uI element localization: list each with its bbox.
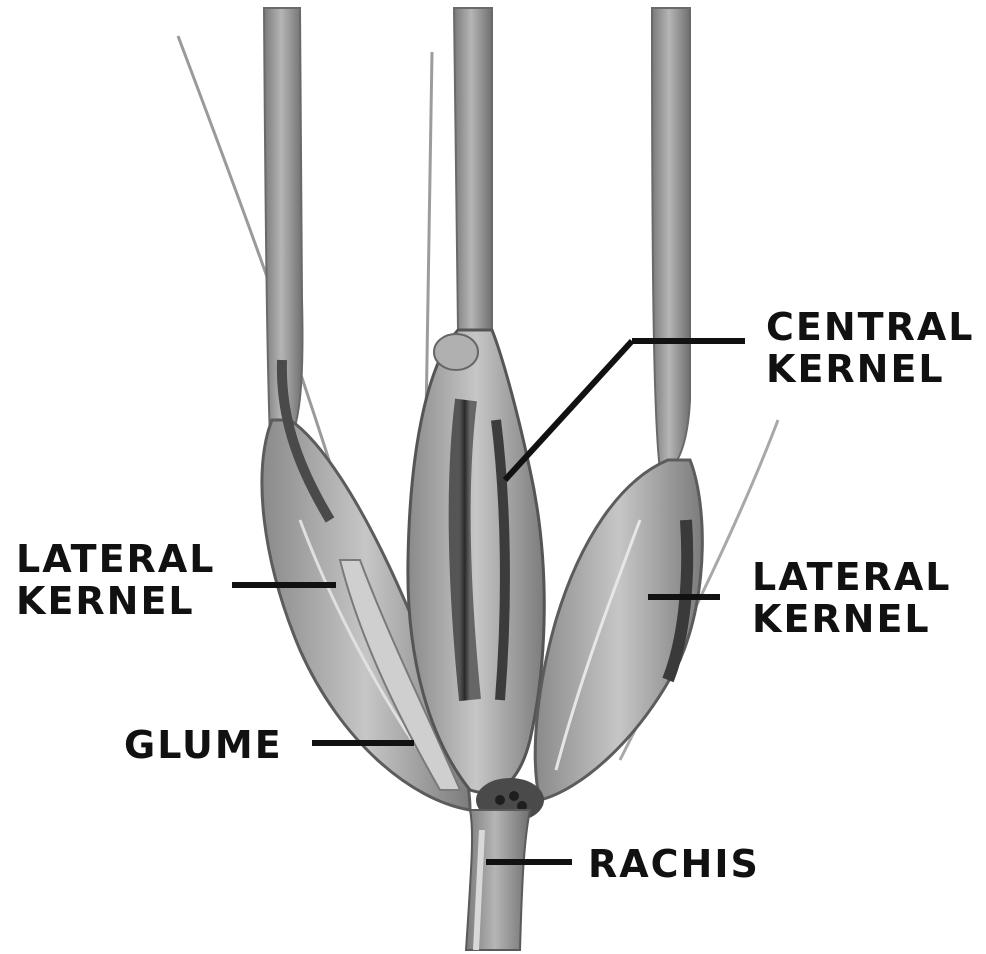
label-lateral-kernel-right: LATERAL KERNEL (752, 556, 951, 640)
lateral-awn-right (652, 8, 690, 470)
label-central-kernel: CENTRAL KERNEL (766, 306, 974, 390)
label-lateral-kernel-right-line1: LATERAL (752, 556, 951, 598)
central-awn (454, 8, 492, 330)
label-rachis: RACHIS (588, 843, 760, 885)
label-rachis-text: RACHIS (588, 843, 760, 885)
label-lateral-kernel-left-line2: KERNEL (16, 580, 215, 622)
central-kernel-leader-diag (505, 341, 632, 480)
label-glume: GLUME (124, 724, 283, 766)
label-central-kernel-line2: KERNEL (766, 348, 974, 390)
label-lateral-kernel-left: LATERAL KERNEL (16, 538, 215, 622)
label-lateral-kernel-right-line2: KERNEL (752, 598, 951, 640)
label-glume-text: GLUME (124, 724, 283, 766)
label-central-kernel-line1: CENTRAL (766, 306, 974, 348)
awn-center-thin (426, 52, 432, 420)
label-lateral-kernel-left-line1: LATERAL (16, 538, 215, 580)
